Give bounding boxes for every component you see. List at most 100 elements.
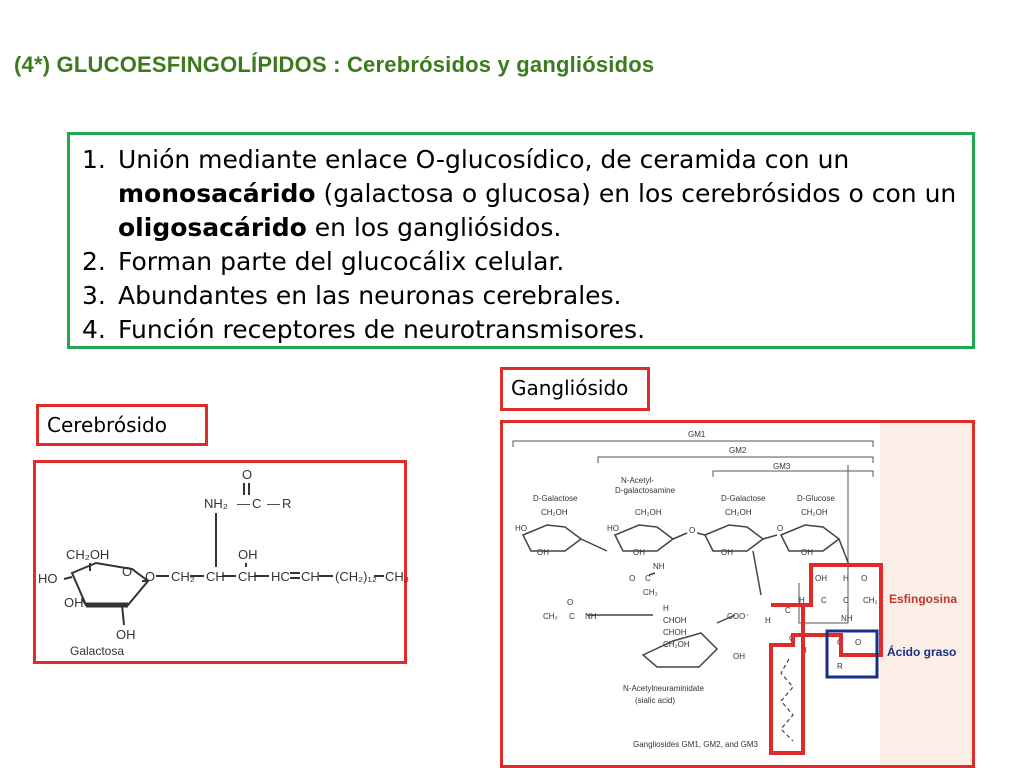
atom-label: CH₂ xyxy=(863,596,878,605)
atom-label: O xyxy=(242,467,252,482)
atom-label: O xyxy=(629,574,635,583)
atom-label: O xyxy=(777,524,783,533)
atom-label: HO xyxy=(607,524,619,533)
atom-label: O xyxy=(855,638,861,647)
atom-label: NH xyxy=(841,614,853,623)
list-number: 2. xyxy=(82,247,106,276)
bold-term-oligosacarido: oligosacárido xyxy=(118,213,307,242)
atom-label: CH₂OH xyxy=(635,508,662,517)
atom-label: NH xyxy=(585,612,597,621)
acido-graso-label: Ácido graso xyxy=(887,644,956,659)
atom-label: CH xyxy=(206,569,225,584)
fatty-chain xyxy=(780,658,794,742)
atom-label: CH₂OH xyxy=(66,547,109,562)
list-number: 1. xyxy=(82,145,106,174)
sugar-name: D-Galactose xyxy=(721,494,766,503)
atom-label: H xyxy=(799,596,805,605)
atom-label: C xyxy=(252,496,261,511)
list-number: 3. xyxy=(82,281,106,310)
atom-label: O xyxy=(861,574,867,583)
atom-label: R xyxy=(282,496,291,511)
atom-label: CH₂OH xyxy=(541,508,568,517)
list-text: Función receptores de neurotransmisores. xyxy=(118,315,646,344)
sugar-name: D-Galactose xyxy=(533,494,578,503)
sugar-rings xyxy=(521,524,850,668)
atom-label: C xyxy=(821,596,827,605)
atom-label: OH xyxy=(64,595,84,610)
ganglioside-figure: GM1 GM2 GM3 D-Galactose N-Acetyl- D-gala… xyxy=(500,420,975,768)
cerebroside-label: Cerebrósido xyxy=(36,404,208,446)
sugar-name: N-Acetylneuraminidate xyxy=(623,684,704,693)
atom-label: (CH₂)₁₂ xyxy=(335,569,377,584)
list-text: Forman parte del glucocálix celular. xyxy=(118,247,565,276)
gm3-label: GM3 xyxy=(773,462,791,471)
atom-label: CH₃ xyxy=(543,612,558,621)
sugar-name: N-Acetyl- xyxy=(621,476,654,485)
atom-label: OH xyxy=(116,627,136,642)
list-text-part: (galactosa o glucosa) en los cerebrósido… xyxy=(315,179,957,208)
atom-label: C xyxy=(843,596,849,605)
atom-label: NH xyxy=(653,562,665,571)
atom-label: CH₃ xyxy=(385,569,409,584)
atom-label: O xyxy=(567,598,573,607)
ganglioside-structure: GM1 GM2 GM3 D-Galactose N-Acetyl- D-gala… xyxy=(512,430,957,755)
atom-label: O xyxy=(145,569,155,584)
atom-label: CH xyxy=(238,569,257,584)
atom-label: H xyxy=(843,574,849,583)
esfingosina-outline xyxy=(769,563,883,755)
bond-lines xyxy=(63,483,384,626)
atom-label: — xyxy=(237,496,250,511)
atom-label: NH₂ xyxy=(204,496,228,511)
atom-label: CH₂OH xyxy=(725,508,752,517)
sugar-name: D-Glucose xyxy=(797,494,835,503)
atom-label: C xyxy=(645,574,651,583)
atom-label: HO xyxy=(515,524,527,533)
atom-label: CH₂ xyxy=(171,569,195,584)
bracket-lines xyxy=(512,440,874,624)
list-text: Abundantes en las neuronas cerebrales. xyxy=(118,281,622,310)
list-item-3: 3. Abundantes en las neuronas cerebrales… xyxy=(82,279,968,313)
list-item-1: 1. Unión mediante enlace O-glucosídico, … xyxy=(82,143,968,245)
atom-label: O xyxy=(122,564,132,579)
atom-label: C xyxy=(569,612,575,621)
properties-box: 1. Unión mediante enlace O-glucosídico, … xyxy=(67,132,975,349)
atom-label: OH xyxy=(537,548,549,557)
list-item-2: 2. Forman parte del glucocálix celular. xyxy=(82,245,968,279)
figure-caption: Gangliosides GM1, GM2, and GM3 xyxy=(633,740,758,749)
atom-label: H xyxy=(765,616,771,625)
list-text-part: Unión mediante enlace O-glucosídico, de … xyxy=(118,145,850,174)
atom-label: CH₂OH xyxy=(801,508,828,517)
sugar-name: D-galactosamine xyxy=(615,486,676,495)
slide-title: (4*) GLUCOESFINGOLÍPIDOS : Cerebrósidos … xyxy=(14,52,655,77)
atom-label: HO xyxy=(38,571,58,586)
atom-label: R xyxy=(837,662,843,671)
cerebroside-figure: O NH₂ — C — R CH₂OH OH O HO O CH₂ CH CH … xyxy=(33,460,409,664)
atom-label: CH₂OH xyxy=(663,640,690,649)
atom-label: CHOH xyxy=(663,616,687,625)
atom-label: CHOH xyxy=(663,628,687,637)
sugar-name: (sialic acid) xyxy=(635,696,675,705)
legend-panel xyxy=(880,423,972,765)
atom-label: C xyxy=(785,606,791,615)
bold-term-monosacarido: monosacárido xyxy=(118,179,316,208)
atom-label: OH xyxy=(733,652,745,661)
atom-label: OH xyxy=(815,574,827,583)
atom-label: H xyxy=(663,604,669,613)
list-item-4: 4. Función receptores de neurotransmisor… xyxy=(82,313,968,347)
list-text: Unión mediante enlace O-glucosídico, de … xyxy=(118,143,968,245)
cerebroside-structure: O NH₂ — C — R CH₂OH OH O HO O CH₂ CH CH … xyxy=(38,467,409,658)
atom-label: CH₃ xyxy=(643,588,658,597)
atom-label: COO⁻ xyxy=(727,612,749,621)
gm1-label: GM1 xyxy=(688,430,706,439)
sugar-name: Galactosa xyxy=(70,644,124,658)
atom-label: OH xyxy=(238,547,258,562)
list-number: 4. xyxy=(82,315,106,344)
atom-label: OH xyxy=(801,548,813,557)
acido-graso-outline xyxy=(825,629,879,679)
gm2-label: GM2 xyxy=(729,446,747,455)
ganglioside-label: Gangliósido xyxy=(500,367,650,411)
esfingosina-label: Esfingosina xyxy=(889,592,957,606)
atom-label: — xyxy=(267,496,280,511)
atom-label: O xyxy=(689,526,695,535)
properties-list: 1. Unión mediante enlace O-glucosídico, … xyxy=(82,143,968,347)
